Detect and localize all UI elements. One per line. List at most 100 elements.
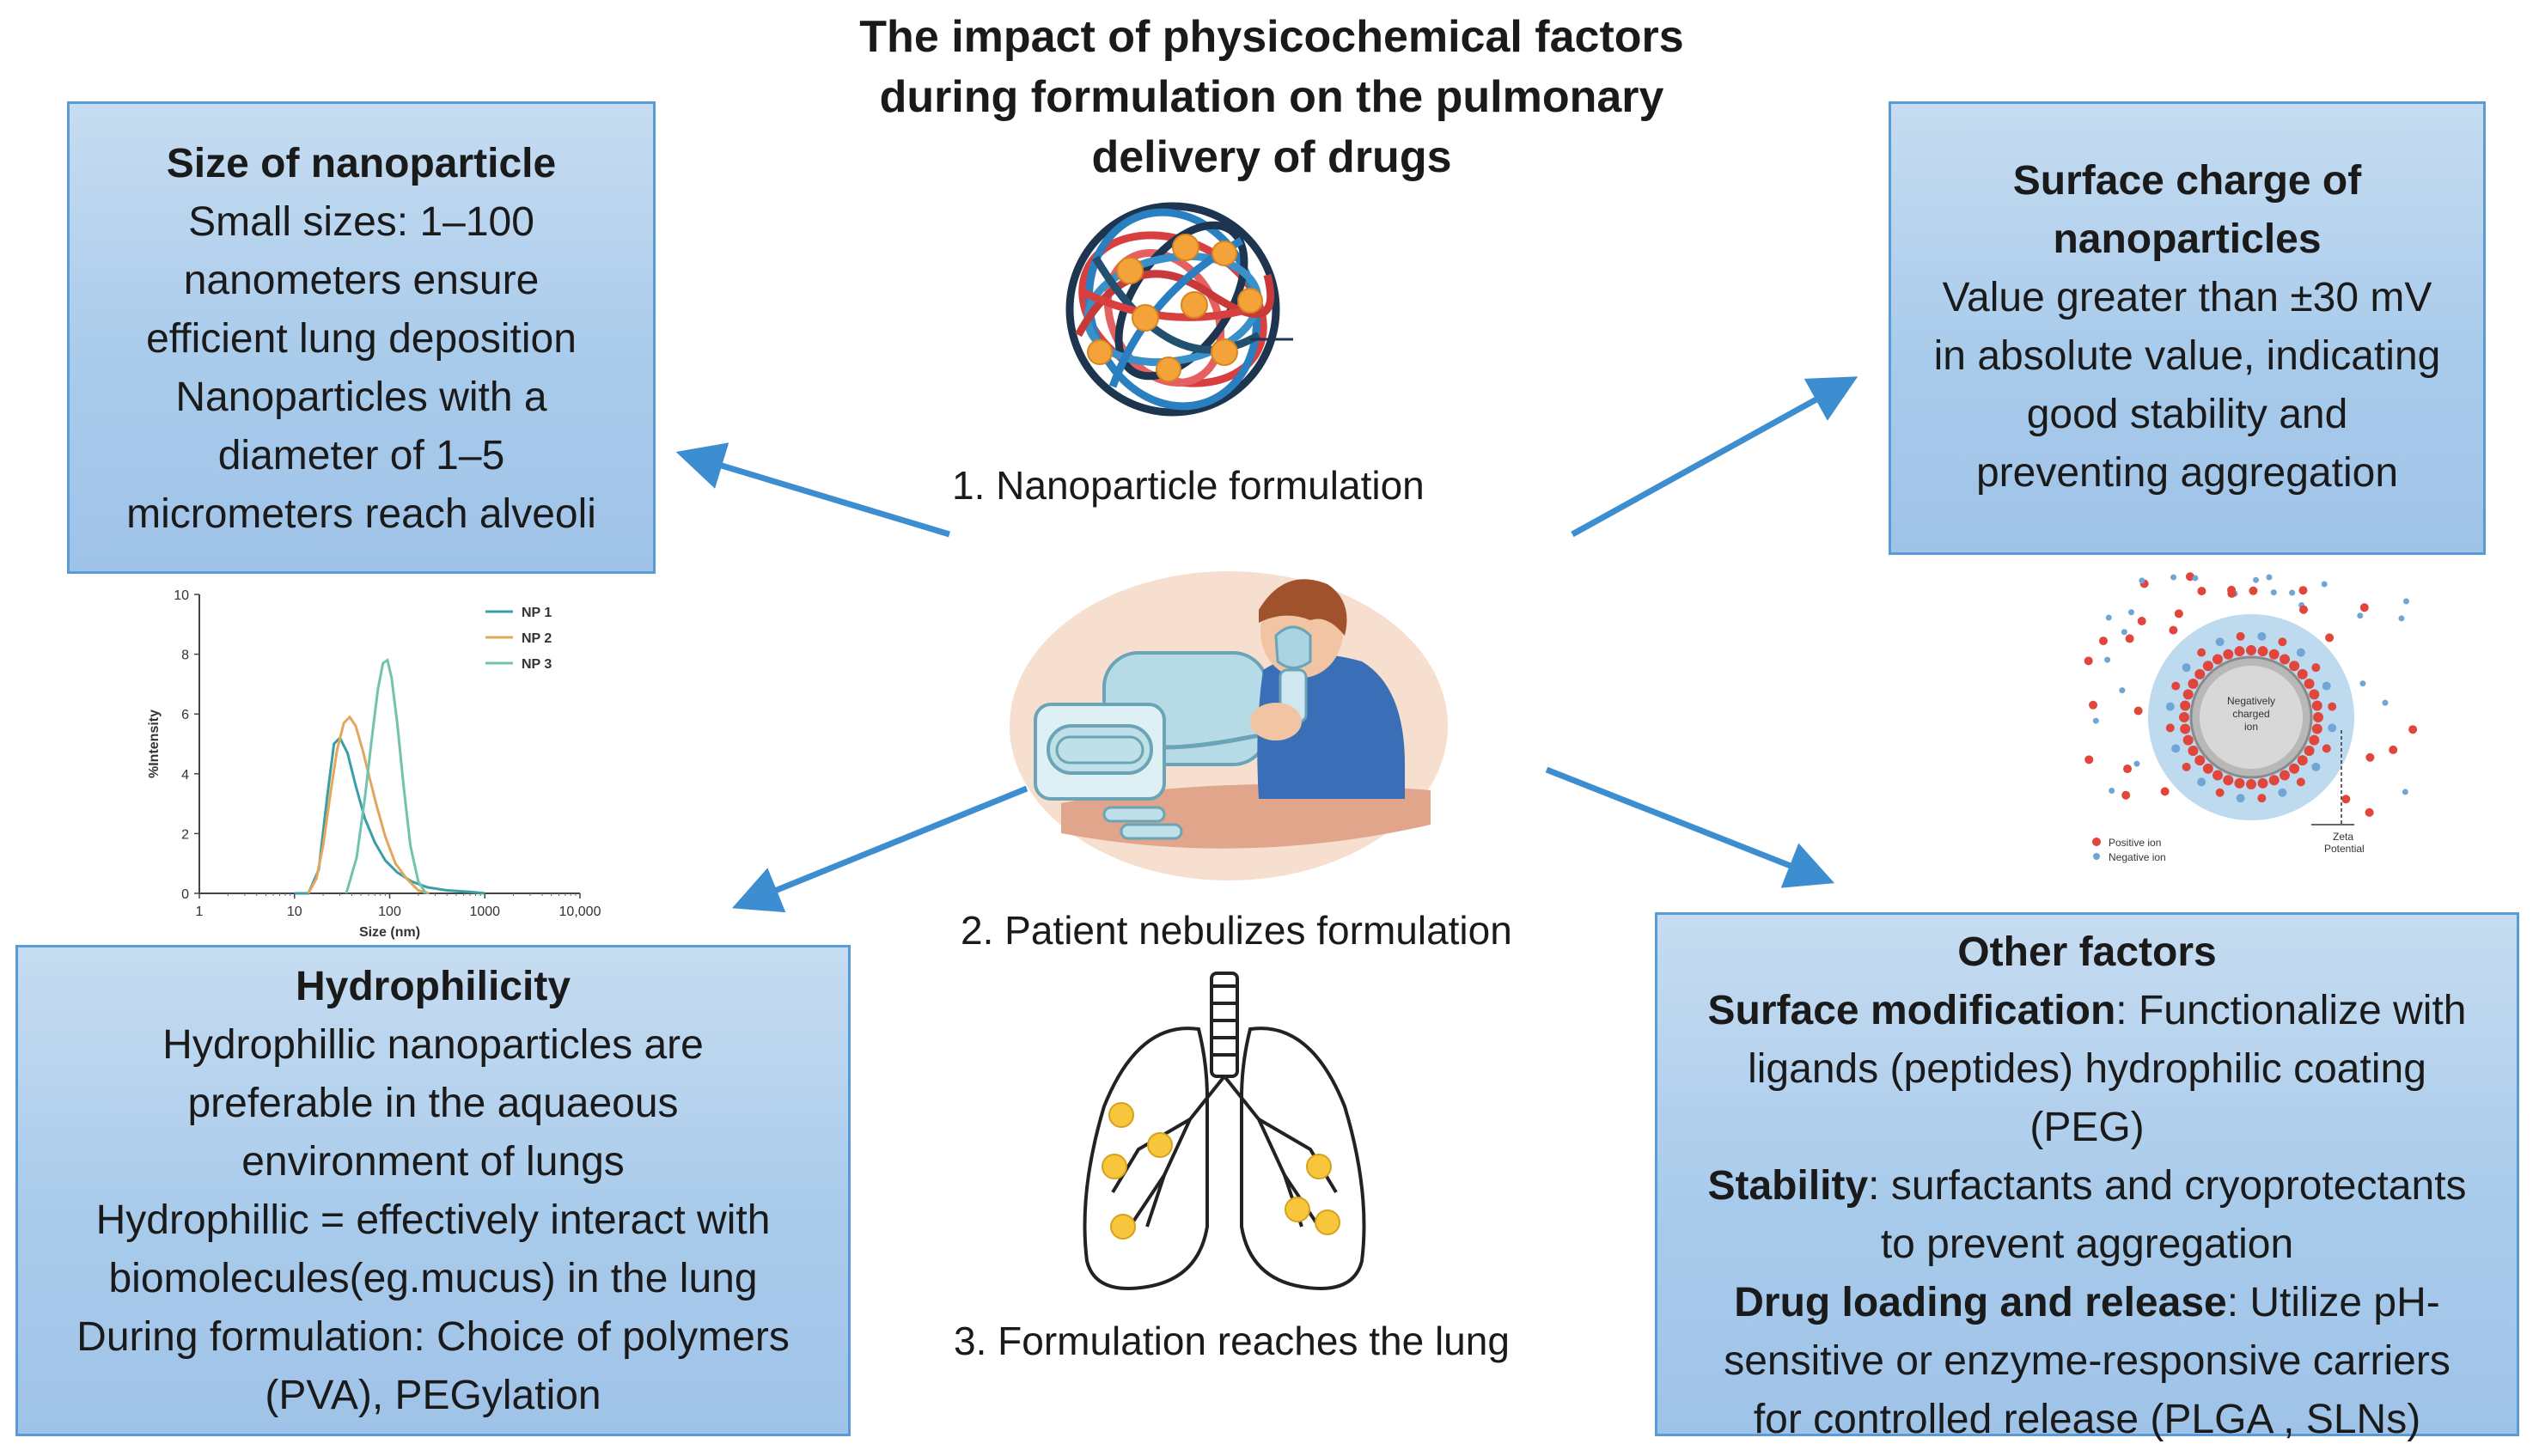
hydro-box-heading: Hydrophilicity bbox=[295, 964, 571, 1009]
positive-ion-dot bbox=[2223, 649, 2234, 660]
negative-ion-dot bbox=[2104, 656, 2111, 663]
negative-ion-dot bbox=[2321, 581, 2328, 588]
core-label-1: Negatively bbox=[2227, 695, 2275, 707]
arrow-to-size-box bbox=[675, 442, 951, 538]
positive-ion-dot bbox=[2389, 745, 2398, 754]
positive-ion-dot bbox=[2182, 734, 2194, 746]
patient-nebulizer-illustration bbox=[1010, 571, 1448, 880]
other-box-line-7: sensitive or enzyme-responsive carriers bbox=[1724, 1338, 2451, 1384]
hydro-box-line: biomolecules(eg.mucus) in the lung bbox=[108, 1256, 758, 1301]
positive-ion-dot bbox=[2268, 775, 2280, 786]
positive-ion-dot bbox=[2182, 689, 2194, 700]
size-box-heading: Size of nanoparticle bbox=[166, 141, 557, 186]
positive-ion-dot bbox=[2311, 700, 2322, 711]
positive-ion-dot bbox=[2313, 712, 2323, 722]
title-line-1: The impact of physicochemical factors bbox=[859, 12, 1684, 62]
negative-ion-dot bbox=[2170, 574, 2177, 581]
positive-ion-dot bbox=[2179, 712, 2189, 722]
positive-ion-dot bbox=[2194, 755, 2206, 766]
ion-dot bbox=[2322, 681, 2331, 691]
positive-ion-dot bbox=[2246, 779, 2256, 789]
positive-ion-dot bbox=[2280, 654, 2290, 665]
chart-series-1-line bbox=[294, 735, 485, 895]
legend-positive-ion: Positive ion bbox=[2109, 837, 2161, 849]
page-title: The impact of physicochemical factors du… bbox=[670, 7, 1873, 187]
nanoparticle-illustration bbox=[1065, 202, 1293, 417]
zeta-label-1: Zeta bbox=[2333, 831, 2353, 843]
other-box-heading: Other factors bbox=[1957, 929, 2217, 975]
positive-ion-dot bbox=[2180, 700, 2191, 711]
hydro-box-line: Hydrophillic = effectively interact with bbox=[95, 1197, 771, 1243]
chart-series-2-line bbox=[307, 715, 430, 895]
positive-ion-dot bbox=[2212, 770, 2223, 781]
positive-ion-dot bbox=[2227, 585, 2237, 594]
size-box-line: nanometers ensure bbox=[183, 258, 540, 303]
charge-box-heading-2: nanoparticles bbox=[2053, 216, 2322, 262]
size-box-line: Small sizes: 1–100 bbox=[188, 199, 534, 245]
chart-legend-label: NP 3 bbox=[522, 657, 552, 672]
negative-ion-dot bbox=[2092, 717, 2099, 724]
positive-ion-dot bbox=[2304, 746, 2315, 756]
positive-ion-dot bbox=[2297, 668, 2308, 679]
other-box-line-5: to prevent aggregation bbox=[1880, 1221, 2294, 1267]
chart-y-tick-label: 10 bbox=[174, 588, 189, 603]
stability-label: Stability bbox=[1707, 1163, 1869, 1209]
negative-ion-dot bbox=[2359, 680, 2366, 687]
positive-ion-dot bbox=[2084, 755, 2094, 765]
positive-ion-dot bbox=[2298, 586, 2308, 595]
other-box-line-1: Surface modification: Functionalize with bbox=[1657, 982, 2517, 1040]
chart-series-3-line bbox=[345, 658, 427, 894]
negative-ion-dot bbox=[2119, 687, 2126, 694]
drug-loading-label: Drug loading and release bbox=[1734, 1280, 2227, 1325]
size-box-line: Nanoparticles with a bbox=[175, 375, 547, 420]
positive-ion-dot bbox=[2298, 605, 2308, 614]
positive-ion-dot bbox=[2325, 633, 2335, 643]
other-factors-box: Other factors Surface modification: Func… bbox=[1655, 912, 2519, 1442]
ion-dot bbox=[2296, 777, 2305, 787]
negative-ion-dot bbox=[2253, 576, 2260, 583]
charge-box-heading-1: Surface charge of bbox=[2012, 158, 2362, 204]
positive-ion-dot bbox=[2257, 646, 2268, 657]
positive-ion-dot bbox=[2174, 609, 2183, 618]
negative-ion-dot bbox=[2398, 615, 2405, 622]
chart-x-tick-label: 1 bbox=[196, 905, 204, 919]
positive-ion-dot bbox=[2341, 795, 2351, 804]
positive-ion-dot bbox=[2180, 723, 2191, 734]
ion-dot bbox=[2328, 723, 2337, 733]
chart-x-tick-label: 10 bbox=[287, 905, 302, 919]
ion-dot bbox=[2278, 788, 2287, 797]
negative-ion-dot bbox=[2266, 574, 2273, 581]
positive-ion-dot bbox=[2309, 734, 2320, 746]
core-label-2: charged bbox=[2232, 708, 2269, 720]
size-of-nanoparticle-box: Size of nanoparticle Small sizes: 1–100 … bbox=[67, 101, 656, 574]
negative-ion-dot bbox=[2127, 609, 2134, 616]
chart-y-tick-label: 6 bbox=[181, 708, 189, 722]
positive-ion-dot bbox=[2133, 706, 2143, 716]
negative-ion-dot bbox=[2270, 589, 2277, 596]
positive-ion-dot bbox=[2160, 787, 2170, 796]
ion-dot bbox=[2215, 637, 2225, 647]
size-box-line: efficient lung deposition bbox=[146, 316, 577, 362]
ion-dot bbox=[2165, 702, 2175, 711]
negative-ion-dot bbox=[2192, 575, 2199, 582]
legend-negative-ion: Negative ion bbox=[2109, 851, 2166, 863]
negative-ion-dot bbox=[2289, 589, 2296, 596]
positive-ion-dot bbox=[2223, 775, 2234, 786]
ion-dot bbox=[2257, 631, 2267, 641]
step-1-label: 1. Nanoparticle formulation bbox=[952, 463, 1425, 508]
arrow-to-other-box bbox=[1545, 766, 1835, 888]
title-line-2: during formulation on the pulmonary bbox=[879, 72, 1664, 122]
chart-legend-label: NP 1 bbox=[522, 606, 552, 620]
other-box-line-2: ligands (peptides) hydrophilic coating bbox=[1748, 1046, 2426, 1092]
positive-ion-dot bbox=[2311, 723, 2322, 734]
surface-charge-box: Surface charge of nanoparticles Value gr… bbox=[1889, 101, 2486, 555]
negative-ion-dot bbox=[2121, 629, 2127, 636]
other-box-text: : surfactants and cryoprotectants bbox=[1868, 1163, 2467, 1209]
title-line-3: delivery of drugs bbox=[1091, 132, 1452, 182]
step-3-label: 3. Formulation reaches the lung bbox=[954, 1319, 1510, 1363]
lungs-illustration bbox=[1083, 972, 1366, 1290]
chart-x-tick-label: 10,000 bbox=[559, 905, 601, 919]
negative-ion-dot bbox=[2109, 788, 2115, 795]
